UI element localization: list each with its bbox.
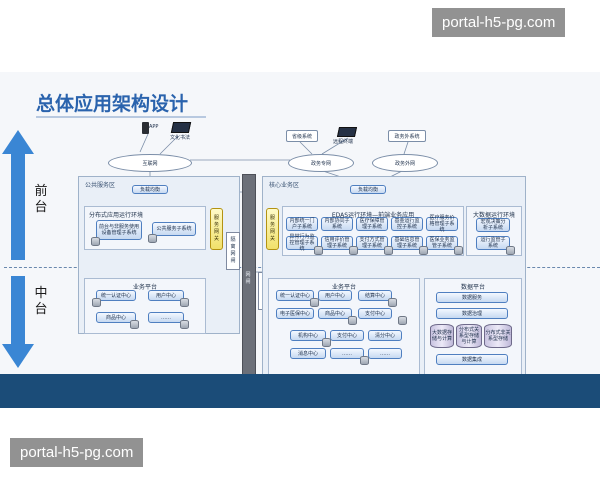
core-app-basic-info: 基础信息管理子系统 [391,236,423,250]
database-icon [130,320,139,329]
bigdata-monitor: 运行监管子系统 [476,236,510,250]
database-icon [419,246,428,255]
middle-stage-label: 中台 [34,286,48,317]
pc-terminal-icon [170,122,192,133]
database-icon [384,246,393,255]
public-product-center: 商品中心 [96,312,136,323]
core-zone-title: 核心业务区 [269,182,300,189]
database-icon [398,316,407,325]
relational-storage-db: 分布式关系型存储与计算 [456,324,482,348]
bigdata-panel-title: 大数据运行环境 [472,212,515,219]
core-settle-center: 结算中心 [358,290,392,301]
title-underline [36,116,206,118]
core-app-price: 医疗服务价格管理子系统 [426,215,458,233]
front-arrow-icon [2,130,34,260]
data-platform-title: 数据平台 [460,284,485,291]
front-stage-label: 前台 [34,184,48,215]
public-app-device-mgmt: 前台与非服务使用设备管理子系统 [96,220,142,240]
database-icon [180,320,189,329]
core-auth-center: 统一认证中心 [276,290,314,301]
database-icon [92,298,101,307]
database-icon [349,246,358,255]
watermark-top: portal-h5-pg.com [432,8,566,37]
core-load-balancer: 负载均衡 [350,185,386,194]
public-user-center: 用户中心 [148,290,184,301]
bigdata-decision: 宏观决策分析子系统 [476,218,510,232]
database-icon [388,298,397,307]
external-system-box: 政务外系统 [388,130,426,142]
public-auth-center: 统一认证中心 [96,290,136,301]
watermark-bottom: portal-h5-pg.com [10,438,144,467]
public-load-balancer: 负载均衡 [132,185,168,194]
public-app-panel-title: 分布式应用运行环境 [89,212,144,219]
public-zone-title: 公共服务区 [85,182,116,189]
slide-title: 总体应用架构设计 [36,93,189,115]
gov-extranet-cloud: 政务外网 [372,149,438,172]
core-app-fund: 基金运行监控子系统 [391,217,423,231]
core-app-supervise: 医保业务监管子系统 [426,236,458,250]
database-icon [314,246,323,255]
core-service-gateway: 服务网关 [266,208,279,250]
core-app-portal: 内部统一门户子系统 [286,217,318,231]
database-icon [454,246,463,255]
core-message-center: 消息中心 [290,348,326,359]
database-icon [360,356,369,365]
middle-arrow-icon [2,276,34,368]
database-icon [180,298,189,307]
database-icon [310,298,319,307]
database-icon [91,237,100,246]
edas-panel-title: EDAS运行环境—前端业务应用 [331,212,415,219]
architecture-slide: 总体应用架构设计 前台 中台 APP [0,72,600,408]
core-app-anomaly: 异常行为监控管理子系统 [286,234,318,252]
core-e-insurance-center: 电子医保中心 [276,308,314,319]
core-org-center: 机构中心 [290,330,326,341]
core-platform-title: 业务平台 [331,284,356,291]
nonrelational-storage-db: 分布式非关系型存储 [484,324,512,348]
database-icon [322,338,331,347]
public-platform-title: 业务平台 [132,284,157,291]
gatekeeper-label: 网闸 [245,272,251,285]
database-icon [148,234,157,243]
isolation-gateway-box: 隔离网闸 [226,232,240,270]
core-pay-center: 支付中心 [358,308,392,319]
core-pay-center-2: 支付中心 [330,330,364,341]
core-more-center: …… [330,348,364,359]
data-governance: 数据治理 [436,308,508,319]
core-app-credit: 信用评价管理子系统 [321,236,353,250]
core-app-collab: 内部协同子系统 [321,217,353,231]
slide-footer-bar [0,374,600,408]
core-product-center: 商品中心 [318,308,352,319]
core-app-medical: 医疗保障管理子系统 [356,217,388,231]
database-icon [348,316,357,325]
mobile-terminal-icon [336,127,358,137]
internet-cloud: 互联网 [108,149,192,172]
public-more-center: …… [148,312,184,323]
pc-terminal-label: 文化书法 [170,135,191,141]
data-integration: 数据集成 [436,354,508,365]
gov-system-box: 省级系统 [286,130,318,142]
core-user-center: 用户中心 [318,290,352,301]
core-clearing-center: 清分中心 [368,330,402,341]
gov-network-cloud: 政务专网 [288,149,354,172]
core-more-center-2: …… [368,348,402,359]
public-app-public-service: 公共服务子系统 [152,222,196,236]
app-terminal [142,122,149,134]
database-icon [506,246,515,255]
bigdata-storage-db: 大数据存储与计算 [430,324,454,348]
core-app-payment: 支付方式管理子系统 [356,236,388,250]
app-terminal-label: APP [149,124,159,130]
public-service-gateway: 服务网关 [210,208,223,250]
mobile-terminal-label: 远程终端 [333,139,354,145]
data-service: 数据服务 [436,292,508,303]
